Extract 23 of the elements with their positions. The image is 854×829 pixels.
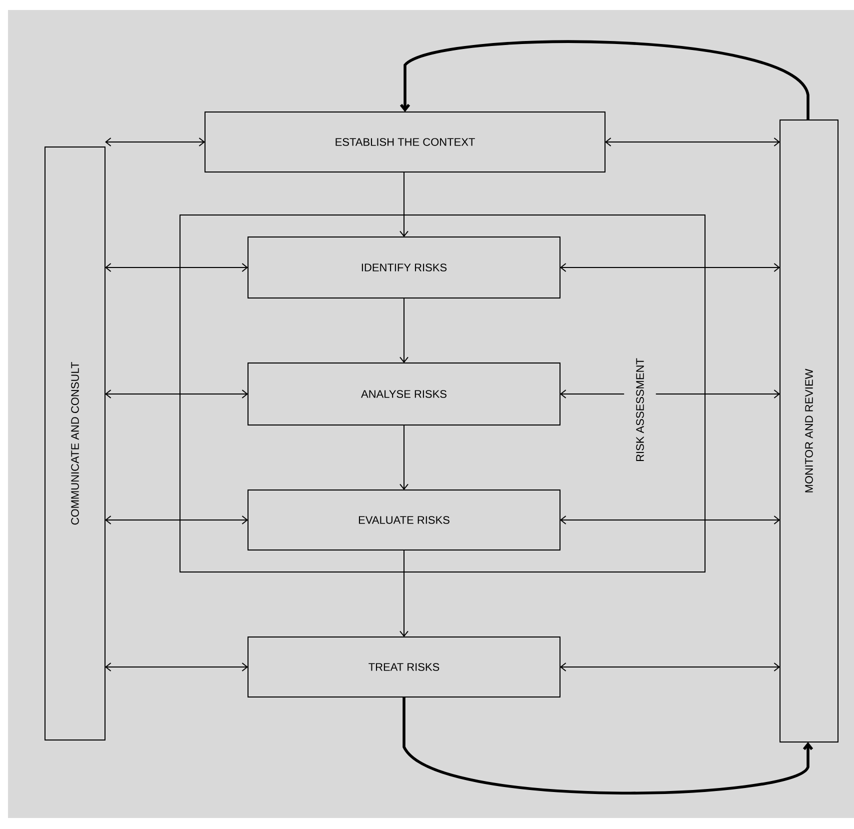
arrow	[605, 137, 780, 146]
side-bar: MONITOR AND REVIEW	[780, 119, 838, 742]
arrow	[400, 424, 408, 490]
arrow	[402, 696, 814, 794]
step-box: ESTABLISH THE CONTEXT	[204, 111, 606, 172]
arrow	[560, 515, 780, 524]
arrow	[105, 389, 248, 398]
arrow	[560, 262, 780, 272]
heading: RISK ASSESSMENT	[624, 354, 656, 466]
side-bar: COMMUNICATE AND CONSULT	[44, 146, 106, 740]
arrow	[400, 40, 810, 120]
step-box: ANALYSE RISKS	[248, 362, 560, 426]
arrow	[560, 662, 780, 672]
arrow	[400, 172, 408, 237]
arrow	[105, 262, 248, 272]
arrow	[105, 662, 248, 672]
arrow	[400, 298, 408, 363]
step-box: IDENTIFY RISKS	[248, 236, 560, 298]
step-box: EVALUATE RISKS	[248, 489, 560, 550]
arrow	[105, 137, 205, 146]
arrow	[400, 549, 408, 637]
step-box: TREAT RISKS	[248, 636, 560, 698]
arrow	[105, 515, 248, 524]
